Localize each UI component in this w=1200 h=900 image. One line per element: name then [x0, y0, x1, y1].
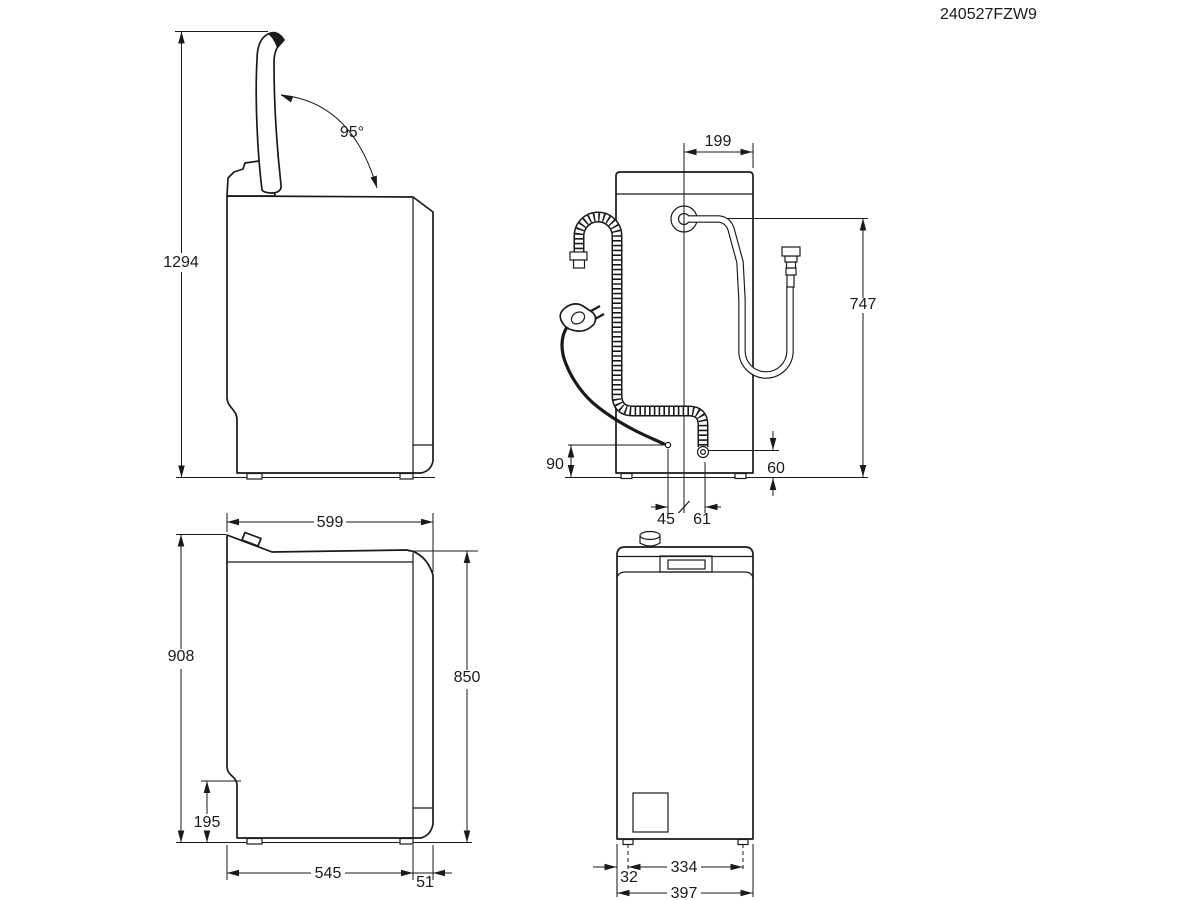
dim-label-cord-offset: 45 [657, 511, 675, 528]
dim-label-drain-offset: 61 [693, 511, 711, 528]
drain-hose [569, 211, 710, 459]
view-side-closed: 599 908 850 195 545 51 [168, 513, 481, 891]
foot [737, 838, 749, 846]
inlet-hose-fitting [781, 246, 801, 288]
machine-body-outline [615, 171, 754, 474]
dim-label-foot-inset: 32 [620, 869, 638, 886]
dim-label-front-recess: 195 [194, 814, 221, 831]
program-knob [639, 530, 661, 547]
machine-body-outline [616, 546, 754, 840]
dim-label-height-open: 1294 [163, 254, 199, 271]
foot [399, 472, 414, 480]
foot [622, 838, 634, 846]
dim-label-depth-top: 599 [317, 514, 344, 531]
power-plug [559, 303, 597, 332]
view-side-open: 1294 95° [163, 31, 435, 480]
dim-label-hose-height: 747 [850, 296, 877, 313]
inlet-hose [688, 215, 794, 379]
filter-panel [632, 792, 669, 833]
foot [246, 837, 263, 845]
foot [399, 837, 414, 845]
dim-label-lid-angle: 95° [340, 124, 364, 141]
dim-label-cord-height: 90 [546, 456, 564, 473]
panel-button [241, 531, 262, 547]
dim-label-height-body: 850 [454, 669, 481, 686]
machine-body-outline [226, 534, 434, 839]
foot [246, 472, 263, 480]
cord-anchor [664, 441, 672, 449]
dim-label-inlet-offset: 199 [705, 133, 732, 150]
drawing-code: 240527FZW9 [940, 6, 1037, 23]
drain-hose-fitting [569, 251, 588, 261]
foot [620, 472, 633, 480]
view-back: 199 747 90 60 45 61 [546, 133, 876, 528]
open-lid [255, 31, 285, 194]
dim-label-drain-height: 60 [767, 460, 785, 477]
view-front: 334 32 397 [593, 530, 754, 900]
dim-label-height-total: 908 [168, 648, 195, 665]
lid-handle [659, 555, 713, 573]
dim-label-feet-span: 334 [671, 859, 698, 876]
dim-label-depth-body: 545 [315, 865, 342, 882]
foot [734, 472, 747, 480]
dim-label-width: 397 [671, 885, 698, 900]
power-cord [559, 303, 672, 449]
lid-handle-tip [268, 32, 284, 48]
machine-body-outline [226, 195, 434, 474]
dim-label-back-offset: 51 [416, 874, 434, 891]
